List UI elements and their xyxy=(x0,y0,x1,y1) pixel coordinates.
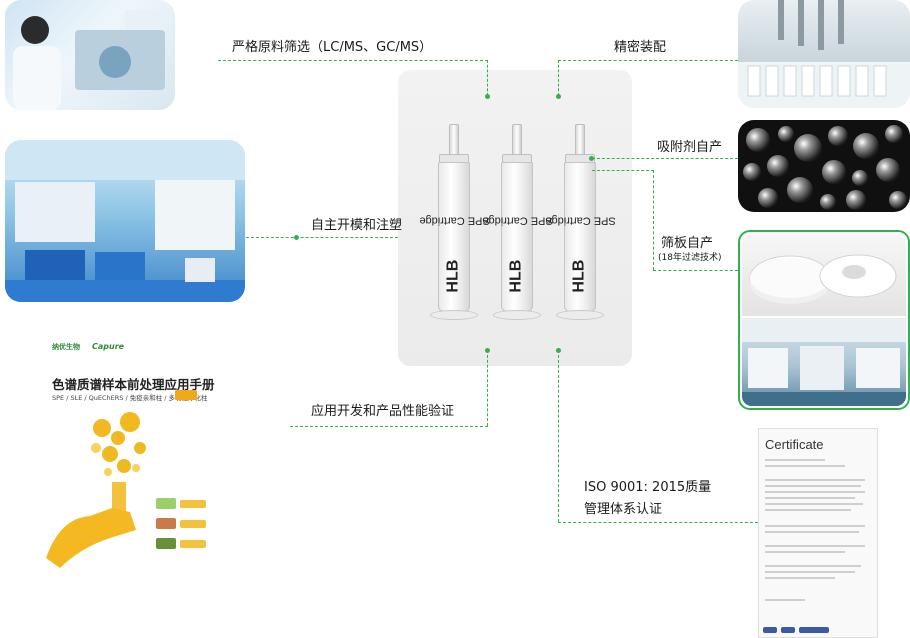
connector-dot xyxy=(485,94,490,99)
connector-assembly xyxy=(558,60,738,61)
manual-thumb-3 xyxy=(156,538,176,549)
connector-dot xyxy=(485,348,490,353)
manual-tag-2 xyxy=(180,520,206,528)
certificate-title: Certificate xyxy=(765,437,824,452)
lab-researcher-photo xyxy=(5,0,175,110)
connector-frit-v xyxy=(653,170,654,270)
manual-thumb-2 xyxy=(156,518,176,529)
precision-assembly-photo xyxy=(738,0,910,108)
cartridge-brand: HLB xyxy=(445,259,463,293)
manual-edition-badge xyxy=(175,390,197,400)
connector-dot xyxy=(556,348,561,353)
connector-dot xyxy=(589,156,594,161)
connector-app-dev xyxy=(290,426,488,427)
cartridge-type: SPE Cartridge xyxy=(545,214,617,227)
label-precision-assembly: 精密装配 xyxy=(614,40,667,55)
connector-assembly-v xyxy=(558,60,559,96)
label-raw-material: 严格原料筛选（LC/MS、GC/MS） xyxy=(232,40,433,55)
connector-mold xyxy=(246,237,398,238)
sorbent-beads-photo xyxy=(738,120,910,212)
manual-logo-right: Capure xyxy=(92,342,125,351)
injection-molding-workshop-photo xyxy=(5,140,245,302)
connector-iso-v xyxy=(558,350,559,522)
manual-tag-3 xyxy=(180,540,206,548)
connector-sorbent xyxy=(592,158,738,159)
flask-icon xyxy=(46,412,146,568)
cartridge-brand: HLB xyxy=(571,259,589,293)
manual-logo-left: 纳优生物 xyxy=(52,343,80,351)
label-sorbent: 吸附剂自产 xyxy=(657,140,723,155)
manual-subtitle: SPE / SLE / QuEChERS / 免疫亲和柱 / 多功能净化柱 xyxy=(52,394,208,402)
cartridge-brand: HLB xyxy=(508,259,526,293)
connector-frit-bottom xyxy=(653,270,738,271)
cartridge-type: SPE Cartridge xyxy=(419,214,491,227)
connector-dot xyxy=(556,94,561,99)
label-app-dev: 应用开发和产品性能验证 xyxy=(311,404,455,419)
label-frit: 筛板自产 xyxy=(661,236,714,251)
application-manual-cover: 纳优生物 Capure 色谱质谱样本前处理应用手册 SPE / SLE / Qu… xyxy=(40,330,240,570)
manual-thumb-1 xyxy=(156,498,176,509)
connector-dot xyxy=(294,235,299,240)
iso-certificate: Certificate xyxy=(758,428,878,638)
frit-production-line-photo xyxy=(742,318,906,406)
label-iso-line2: 管理体系认证 xyxy=(584,502,663,517)
label-mold: 自主开模和注塑 xyxy=(311,218,403,233)
connector-frit-top xyxy=(592,170,654,171)
connector-iso xyxy=(558,522,758,523)
frit-discs-photo xyxy=(742,234,906,316)
manual-tag-1 xyxy=(180,500,206,508)
connector-raw-material xyxy=(218,60,488,61)
cartridge-type: SPE Cartridge xyxy=(482,214,554,227)
manual-title: 色谱质谱样本前处理应用手册 xyxy=(52,377,215,392)
connector-app-dev-v xyxy=(487,350,488,426)
label-frit-note: (18年过滤技术) xyxy=(658,253,722,263)
label-iso-line1: ISO 9001: 2015质量 xyxy=(584,480,712,495)
connector-raw-material-v xyxy=(487,60,488,96)
